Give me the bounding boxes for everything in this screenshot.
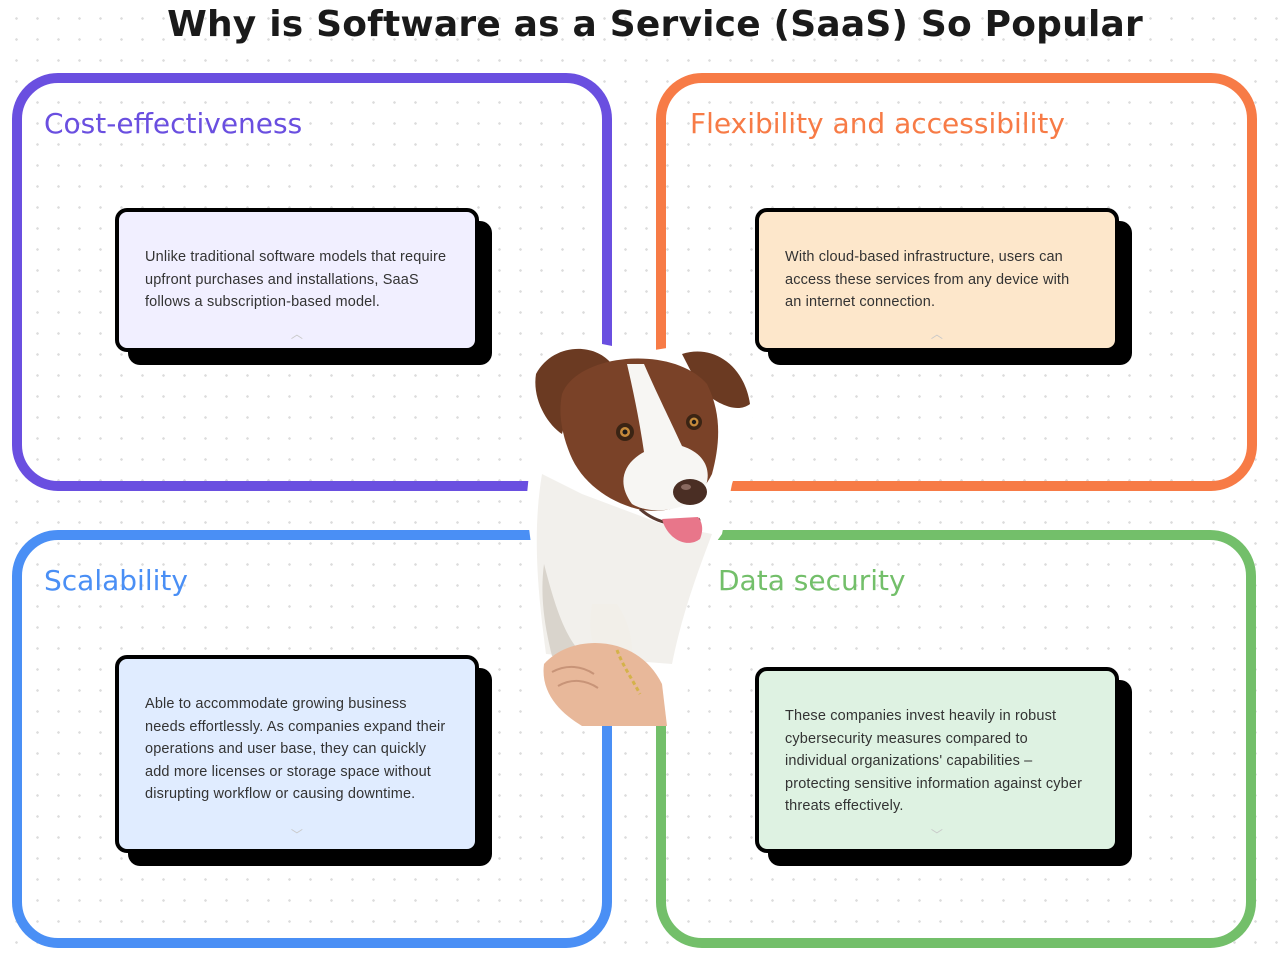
quadrant-data-security: Data security [656,530,1256,948]
note-text: Able to accommodate growing business nee… [145,696,446,802]
quadrant-heading: Cost-effectiveness [44,107,303,140]
note-text: Unlike traditional software models that … [145,249,447,310]
chevron-down-icon: ﹀ [930,828,944,842]
note-card[interactable]: These companies invest heavily in robust… [755,667,1119,853]
note-card[interactable]: With cloud-based infrastructure, users c… [755,208,1119,352]
note-text: With cloud-based infrastructure, users c… [785,249,1070,310]
quadrant-heading: Flexibility and accessibility [690,107,1065,140]
note-card[interactable]: Able to accommodate growing business nee… [115,655,479,853]
page-title: Why is Software as a Service (SaaS) So P… [167,4,1143,45]
note-card[interactable]: Unlike traditional software models that … [115,208,479,352]
chevron-up-icon: ︿ [290,327,304,341]
quadrant-heading: Data security [718,564,906,597]
quadrant-cost-effectiveness: Cost-effectiveness [12,73,612,491]
quadrant-scalability: Scalability [12,530,612,948]
chevron-up-icon: ︿ [930,327,944,341]
quadrant-heading: Scalability [44,564,188,597]
dog-photo [526,342,754,726]
quadrant-flexibility: Flexibility and accessibility [656,73,1257,491]
chevron-down-icon: ﹀ [290,828,304,842]
note-text: These companies invest heavily in robust… [785,708,1083,814]
